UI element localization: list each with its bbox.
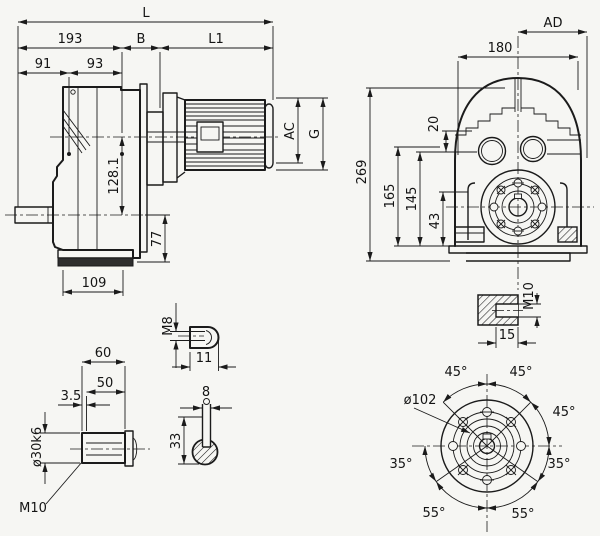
shaft-end-shape: [189, 326, 220, 349]
dim-label-l1: L1: [208, 32, 224, 47]
angle-label-right: 45°: [552, 405, 575, 420]
motor-fins: [185, 103, 265, 167]
dim-label-overall-length: L: [142, 6, 150, 21]
dim-label-145: 145: [405, 187, 420, 212]
side-view-extension-lines: [17, 26, 274, 207]
dim-label-60: 60: [95, 346, 112, 361]
dim-label-11: 11: [196, 351, 213, 366]
flange-circles: [440, 399, 534, 493]
key-end-radius: [203, 398, 210, 405]
dim-label-b: B: [137, 32, 146, 47]
dim-label-20: 20: [427, 116, 442, 133]
keyway-notch: [482, 433, 492, 440]
dim-label-165: 165: [383, 184, 398, 209]
output-shaft-detail: 60 50 3.5 ø30k6 M10: [19, 346, 150, 516]
front-rib-band: [455, 107, 581, 136]
front-base-foot: [466, 252, 571, 262]
dim-label-128-1: 128.1: [107, 157, 122, 194]
dim-label-193: 193: [58, 32, 83, 47]
keyway-side-detail: M8 11: [161, 303, 236, 371]
casting-ribs: [62, 109, 91, 154]
flange-detail: ø102 45° 45° 45° 35° 35° 55° 55°: [389, 365, 576, 532]
dim-label-50: 50: [97, 376, 114, 391]
angle-label-bottom-left: 55°: [422, 506, 445, 521]
dim-label-269: 269: [355, 160, 370, 185]
keyway-section-detail: 8 33: [169, 385, 232, 466]
flange-bolt-holes: [448, 407, 526, 485]
dim-label-g: G: [308, 129, 323, 139]
output-flange: [480, 169, 556, 245]
motor-adapter: [139, 83, 186, 253]
angle-label-bottom-right: 55°: [511, 507, 534, 522]
section-mark-hatched: [557, 226, 578, 243]
dim-label-43: 43: [428, 213, 443, 230]
front-base-plate: [448, 245, 588, 254]
angle-arcs: [422, 381, 552, 511]
front-view: AD 180 269 20 165 145 43: [355, 16, 594, 290]
flange-bolt-holes: [489, 178, 547, 236]
keyway-notch: [514, 193, 522, 199]
dim-label-91: 91: [35, 57, 52, 72]
dim-label-shaft-dia: ø30k6: [30, 427, 45, 467]
angle-label-mid-right: 35°: [547, 457, 570, 472]
angle-label-top-left: 45°: [444, 365, 467, 380]
housing-hole: [70, 89, 76, 95]
dim-label-77: 77: [150, 231, 165, 248]
angle-label-mid-left: 35°: [389, 457, 412, 472]
dim-label-shaft-thread: M10: [19, 501, 47, 516]
dim-label-93: 93: [87, 57, 104, 72]
angle-label-top-right: 45°: [509, 365, 532, 380]
front-inner-pillars: [467, 139, 581, 240]
side-view: L 193 B L1 91 93: [5, 6, 328, 296]
dim-label-180: 180: [488, 41, 513, 56]
bearing-bores: [477, 135, 547, 166]
dim-label-bolt-circle: ø102: [404, 393, 437, 408]
dim-label-33: 33: [169, 433, 184, 450]
dim-label-109: 109: [82, 276, 107, 291]
gear-center-dot: [67, 152, 71, 156]
motor-body: [184, 99, 274, 171]
motor-end-cap: [264, 103, 274, 169]
dim-label-8: 8: [202, 385, 210, 400]
dim-label-ac: AC: [283, 122, 298, 140]
dim-label-m8: M8: [161, 316, 176, 336]
dim-label-ad: AD: [544, 16, 563, 31]
left-tab: [454, 226, 485, 243]
dim-label-plug-thread: M10: [522, 282, 537, 310]
mounting-foot: [57, 249, 134, 267]
dim-label-3-5: 3.5: [61, 389, 82, 404]
plug-detail: M10 15: [477, 282, 541, 348]
shaft-end-cap: [124, 430, 134, 467]
dim-label-plug-depth: 15: [499, 328, 516, 343]
